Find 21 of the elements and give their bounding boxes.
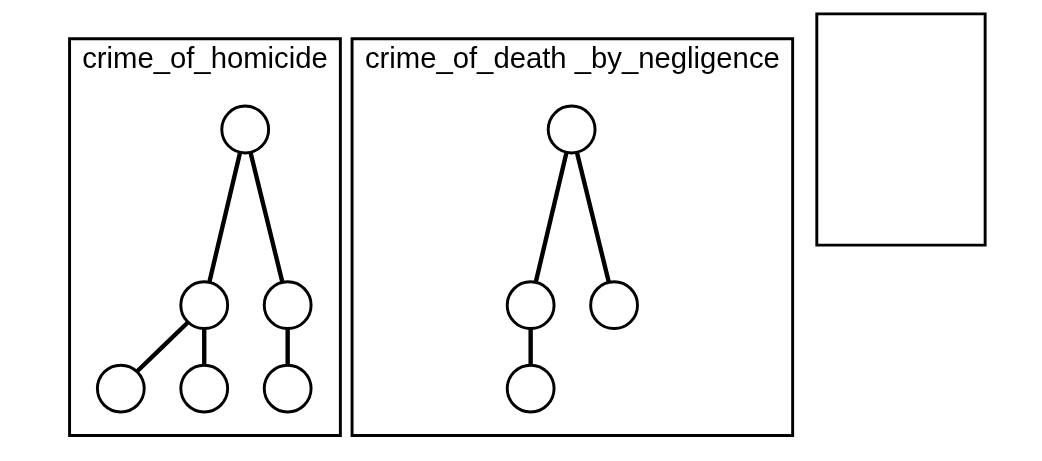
connector [527, 328, 533, 366]
connector [284, 328, 290, 366]
node-circle [505, 363, 556, 414]
connector [206, 152, 242, 283]
node-circle [95, 363, 146, 414]
connector [533, 152, 569, 283]
node-circle [178, 363, 229, 414]
node-circle [262, 280, 313, 331]
cluster: crime_of_homicide [67, 37, 342, 437]
node-circle [262, 363, 313, 414]
node-circle [588, 280, 639, 331]
connector [574, 152, 611, 283]
node-circle [505, 280, 556, 331]
node-circle [546, 104, 596, 155]
node-circle [219, 104, 270, 155]
node-circle [178, 280, 229, 331]
connector [135, 320, 189, 373]
connector [247, 152, 284, 283]
connector [201, 328, 206, 366]
node-box [814, 12, 987, 247]
cluster: crime_of_death _by_negligence [350, 37, 794, 437]
